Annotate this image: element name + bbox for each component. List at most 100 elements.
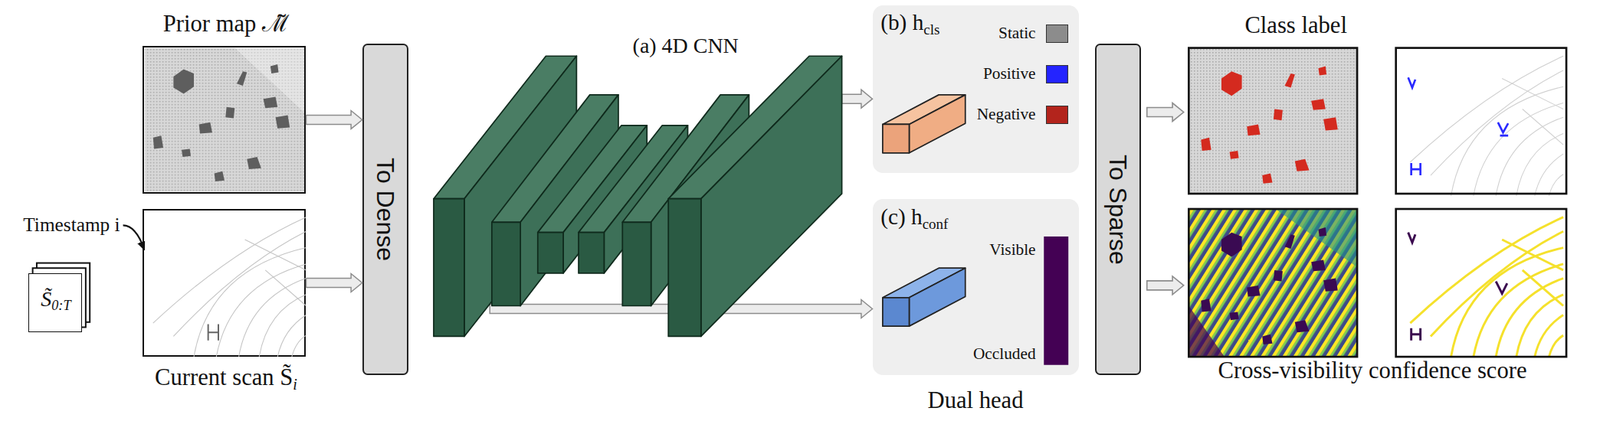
text-line: (c) hconf (880, 203, 1034, 234)
text-line: Current scan S̃i (103, 363, 349, 395)
text-line: Occluded (944, 344, 1037, 365)
label-text: S̃ (40, 287, 52, 312)
image-frame (1188, 48, 1358, 194)
caption-label: Cross-visibility confidence score (1163, 357, 1582, 386)
image-frame (1396, 48, 1567, 194)
confidence-region (1275, 209, 1358, 268)
head-panel: (c) hconfVisibleOccludedDual head (872, 199, 1079, 376)
block-side (701, 55, 843, 337)
map-objects (153, 64, 290, 182)
legend-swatch (1045, 65, 1069, 84)
process-box: To Dense (362, 43, 409, 376)
scan-background (1396, 48, 1567, 194)
positive-objects (1408, 77, 1509, 176)
text-line: (a) 4D CNN (632, 32, 776, 60)
label-text: Timestamp i (22, 213, 120, 236)
label-text: Prior map ℳ̃ (163, 10, 289, 37)
label-text: Current scan S̃ (154, 364, 293, 391)
image-frame (1188, 209, 1358, 358)
scan-background (144, 211, 305, 356)
text-line: Visible (963, 240, 1036, 261)
label-text: To Dense (371, 157, 400, 262)
legend-text: Static (923, 23, 1036, 44)
label-text: To Sparse (1104, 154, 1132, 266)
block-front (491, 222, 521, 306)
label-text: Visible (989, 240, 1036, 260)
vertical-text: To Sparse (1103, 154, 1133, 266)
scan-lines (153, 217, 307, 358)
label-text: (a) 4D CNN (632, 33, 739, 58)
block-front (433, 199, 465, 338)
block-side (464, 55, 577, 337)
subscript-text: i (292, 376, 298, 394)
confidence-output-map (1188, 209, 1358, 358)
occluded-objects (1408, 232, 1508, 341)
block-front (622, 222, 651, 306)
pointer-arrow (123, 225, 145, 250)
label-text: (b) h (880, 9, 924, 35)
map-texture (1188, 48, 1358, 194)
image-frame (1396, 209, 1567, 358)
hollow-arrow (1147, 103, 1184, 122)
hollow-arrow (306, 111, 363, 130)
class-output-scan (1396, 48, 1567, 197)
scan-background (1396, 209, 1567, 358)
cnn-blocks (433, 55, 843, 337)
legend-text: Negative (923, 104, 1036, 125)
block-side (563, 125, 647, 274)
scan-lines (1409, 217, 1564, 358)
map-texture (144, 48, 305, 193)
confidence-region (1188, 306, 1225, 358)
label-text: (c) h (880, 204, 922, 230)
block-front (578, 232, 604, 274)
text-line: Prior map ℳ̃ (113, 9, 338, 39)
subscript-text: cls (923, 21, 940, 38)
image-panel: Prior map ℳ̃ (142, 45, 306, 194)
legend-swatch (1045, 105, 1069, 125)
scan-object (208, 324, 219, 341)
scan-stack: Timestamp iS̃0:T (28, 273, 82, 333)
label-text: Dual head (927, 387, 1024, 414)
block-side (603, 125, 688, 274)
network-block: (a) 4D CNN (433, 51, 843, 310)
subscript-text: 0:T (51, 298, 71, 314)
block-top (537, 125, 647, 233)
legend-text: Positive (923, 64, 1036, 85)
caption-label: Class label (1193, 11, 1398, 40)
head-panel: (b) hclsStaticPositiveNegative (872, 5, 1079, 174)
hollow-arrow (842, 89, 873, 109)
class-output-map (1188, 48, 1358, 194)
block-side (651, 95, 750, 307)
confidence-output-scan (1396, 209, 1567, 358)
text-line: To Dense (363, 45, 407, 374)
hollow-arrow (489, 300, 873, 319)
occluded-objects (1200, 227, 1338, 345)
prior-map-image (144, 48, 305, 193)
confidence-texture (1188, 209, 1358, 358)
scan-image (144, 211, 306, 358)
map-highlight (234, 48, 305, 113)
text-line: S̃0:T (29, 286, 82, 315)
label-text: Occluded (973, 344, 1037, 364)
text-line: Dual head (852, 386, 1099, 416)
block-side (520, 95, 619, 307)
block-front (668, 199, 702, 338)
process-box: To Sparse (1095, 43, 1141, 376)
image-panel: Current scan S̃i (142, 209, 306, 358)
vertical-text: To Dense (370, 157, 400, 262)
legend-swatch (1045, 24, 1069, 43)
block-top (433, 55, 577, 199)
text-line: Timestamp i (22, 213, 156, 237)
scan-lines (1409, 55, 1564, 196)
block-top (578, 125, 688, 233)
subscript-text: conf (922, 216, 949, 233)
block-top (622, 95, 749, 223)
hollow-arrow (306, 274, 363, 293)
block-top (491, 95, 619, 223)
hollow-arrow (1147, 276, 1184, 296)
block-top (668, 55, 842, 199)
block-front (537, 232, 564, 274)
text-line: To Sparse (1096, 45, 1140, 374)
negative-objects (1200, 66, 1338, 184)
